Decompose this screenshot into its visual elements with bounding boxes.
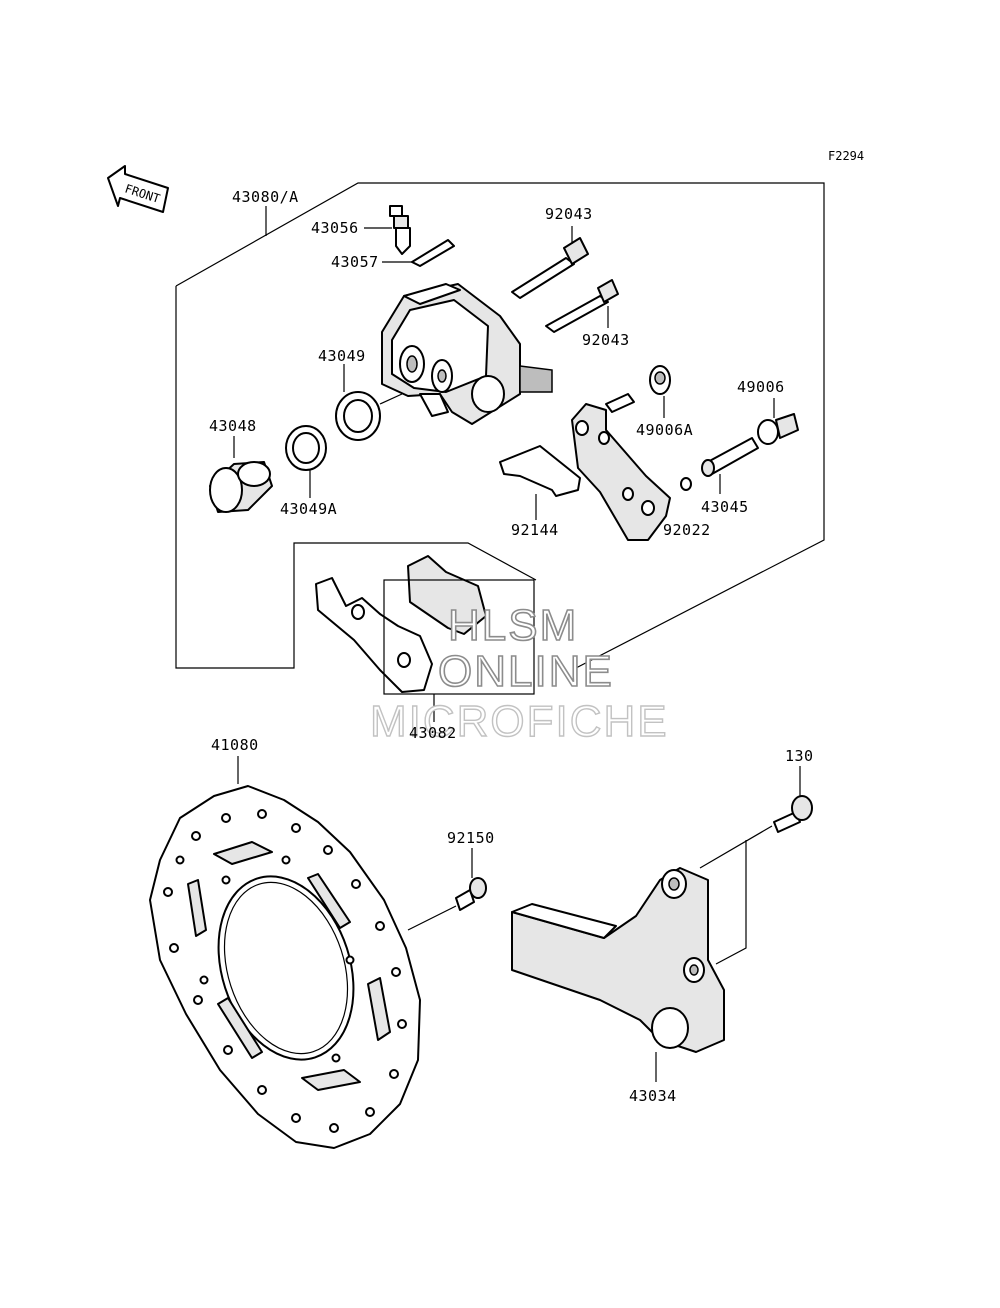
front-arrow-icon: FRONT <box>107 165 169 213</box>
dust-seal <box>285 425 327 498</box>
label-130: 130 <box>785 747 814 765</box>
label-43034: 43034 <box>629 1087 677 1105</box>
caliper-piston <box>209 436 273 513</box>
caliper-bracket <box>571 365 671 541</box>
bracket-bolt <box>699 766 813 965</box>
label-92150: 92150 <box>447 829 495 847</box>
label-43049A: 43049A <box>280 500 337 518</box>
rubber-boot <box>757 398 799 445</box>
brake-pads <box>315 555 535 722</box>
slide-pin <box>680 437 759 494</box>
label-49006A: 49006A <box>636 421 693 439</box>
label-43082: 43082 <box>409 724 457 742</box>
label-43048: 43048 <box>209 417 257 435</box>
caliper-assembly-frame <box>175 182 825 669</box>
label-43056: 43056 <box>311 219 359 237</box>
pad-clip <box>382 239 455 267</box>
disc-holes <box>163 809 407 1133</box>
watermark-line-1: HLSM <box>448 601 578 650</box>
watermark-line-2: ONLINE <box>438 647 614 696</box>
brake-disc <box>149 756 421 1149</box>
figure-code: F2294 <box>828 149 864 163</box>
caliper-holder-bracket <box>511 867 725 1082</box>
label-92022: 92022 <box>663 521 711 539</box>
watermark-line-3: MICROFICHE <box>370 697 669 746</box>
bleeder-valve <box>364 205 411 255</box>
label-92043-upper: 92043 <box>545 205 593 223</box>
label-41080: 41080 <box>211 736 259 754</box>
piston-seal <box>335 364 403 441</box>
label-92043-lower: 92043 <box>582 331 630 349</box>
label-92144: 92144 <box>511 521 559 539</box>
pad-spring <box>499 445 581 520</box>
label-43057: 43057 <box>331 253 379 271</box>
disc-mounting-bolt <box>407 848 487 931</box>
caliper-pin-upper <box>511 226 589 299</box>
label-43045: 43045 <box>701 498 749 516</box>
watermark: HLSM ONLINE MICROFICHE <box>369 600 669 747</box>
part-labels: 43080/A 43056 43057 92043 92043 43049 43… <box>209 188 814 1105</box>
label-43049: 43049 <box>318 347 366 365</box>
caliper-pin-lower <box>545 279 619 333</box>
label-49006: 49006 <box>737 378 785 396</box>
label-43080A: 43080/A <box>232 188 299 206</box>
caliper-body <box>381 283 553 425</box>
